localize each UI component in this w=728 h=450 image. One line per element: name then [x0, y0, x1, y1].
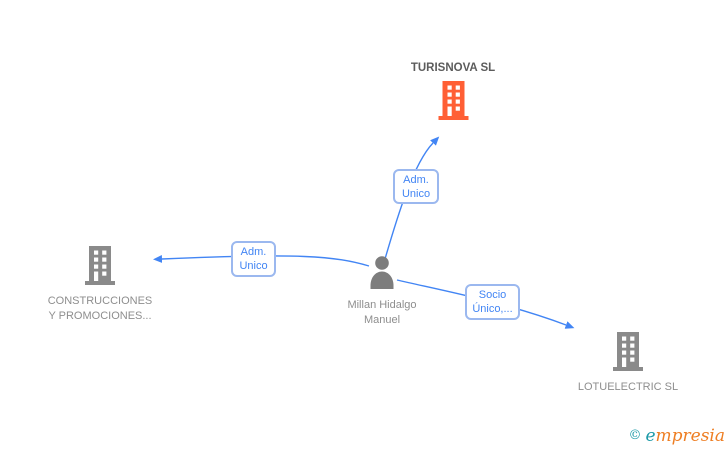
company-name: LOTUELECTRIC SL [577, 381, 679, 393]
node-person-millan-hidalgo-manuel[interactable]: Millan Hidalgo Manuel [347, 256, 417, 328]
node-company-construcciones[interactable]: CONSTRUCCIONES Y PROMOCIONES... [45, 246, 155, 324]
edge-label-socio-unico-lotuelectric[interactable]: Socio Único,... [465, 284, 520, 320]
node-company-turisnova[interactable]: TURISNOVA SL [393, 62, 513, 125]
copyright-icon: © [628, 428, 642, 443]
building-icon [437, 81, 470, 125]
edge-person-construcciones-line [153, 255, 370, 267]
brand-initial: e [645, 426, 656, 446]
empresia-watermark: ©empresia [628, 426, 725, 446]
brand-name: mpresia [655, 426, 726, 446]
person-name: Millan Hidalgo Manuel [347, 299, 417, 326]
company-name: CONSTRUCCIONES Y PROMOCIONES... [47, 295, 153, 322]
building-icon [85, 246, 115, 290]
node-company-lotuelectric[interactable]: LOTUELECTRIC SL [563, 332, 693, 395]
edge-label-adm-unico-turisnova[interactable]: Adm. Unico [393, 169, 439, 204]
person-icon [367, 256, 397, 294]
edge-label-adm-unico-construcciones[interactable]: Adm. Unico [231, 241, 276, 277]
company-name: TURISNOVA SL [410, 62, 496, 74]
building-icon [613, 332, 643, 376]
